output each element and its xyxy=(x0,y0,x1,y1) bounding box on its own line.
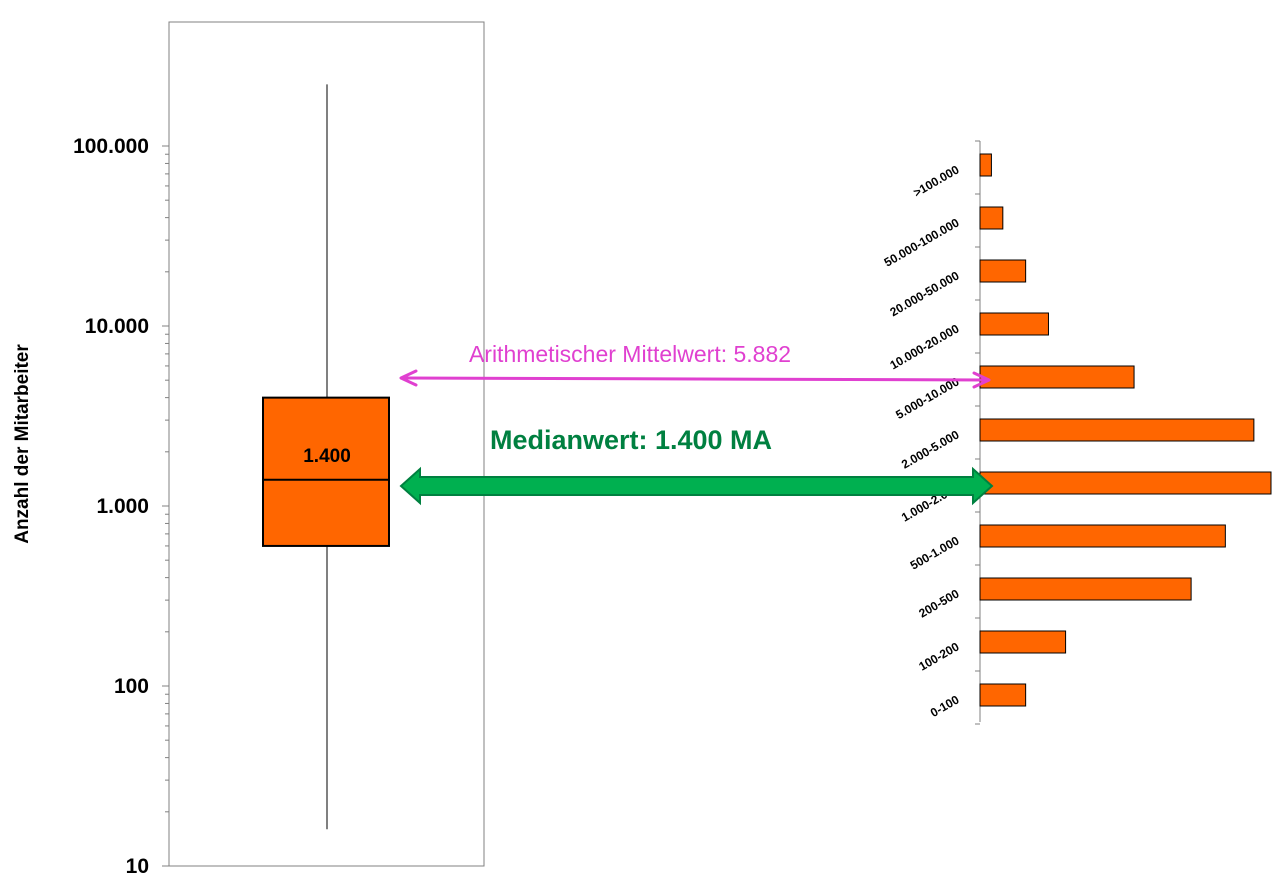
histogram-bar xyxy=(979,365,1135,389)
median-label: Medianwert: 1.400 MA xyxy=(490,425,772,455)
histogram-category-label: 0-100 xyxy=(928,692,962,720)
histogram-bars: 0-100100-200200-500500-1.0001.000-2.0002… xyxy=(882,140,1272,725)
histogram-category-label: 5.000-10.000 xyxy=(893,374,962,422)
histogram-bar xyxy=(979,577,1192,601)
mean-arrow-left-head xyxy=(399,369,418,387)
histogram-bar xyxy=(979,312,1049,336)
mean-label: Arithmetischer Mittelwert: 5.882 xyxy=(469,341,791,367)
histogram-category-label: 2.000-5.000 xyxy=(899,427,962,471)
y-tick-label: 10.000 xyxy=(85,315,149,338)
histogram-category-label: 50.000-100.000 xyxy=(882,215,962,269)
histogram-chart: 0-100100-200200-500500-1.0001.000-2.0002… xyxy=(882,140,1272,725)
median-annotation: Medianwert: 1.400 MA xyxy=(399,425,994,506)
histogram-category-label: >100.000 xyxy=(911,162,962,199)
boxplot-chart: 10 100 1.000 10.000 100.000 Anzahl der Mitar… xyxy=(12,21,485,878)
histogram-category-label: 10.000-20.000 xyxy=(887,321,961,372)
y-axis-title: Anzahl der Mitarbeiter xyxy=(12,344,33,544)
y-tick-label: 1.000 xyxy=(96,495,149,518)
y-tick-label: 100.000 xyxy=(73,135,149,158)
histogram-bar xyxy=(979,153,992,177)
histogram-bar xyxy=(979,259,1027,283)
histogram-bar xyxy=(979,418,1255,442)
histogram-bar xyxy=(979,683,1027,707)
y-tick-label: 10 xyxy=(126,855,149,878)
mean-arrow-right-head xyxy=(972,371,991,389)
histogram-category-label: 20.000-50.000 xyxy=(887,268,961,319)
histogram-bar xyxy=(979,524,1226,548)
median-arrow xyxy=(399,466,994,506)
histogram-bar xyxy=(979,471,1272,495)
y-tick-label: 100 xyxy=(114,675,149,698)
box-elements xyxy=(262,84,390,830)
histogram-category-label: 500-1.000 xyxy=(908,533,962,572)
histogram-bar xyxy=(979,630,1067,654)
histogram-category-label: 100-200 xyxy=(916,639,961,673)
mean-arrow-line xyxy=(403,376,987,382)
box-median-label: 1.400 xyxy=(303,446,351,467)
y-axis-ticks: 10 100 1.000 10.000 100.000 xyxy=(73,135,169,878)
iqr-box xyxy=(262,396,390,547)
histogram-bar xyxy=(979,206,1004,230)
histogram-category-label: 200-500 xyxy=(916,586,961,620)
mean-annotation: Arithmetischer Mittelwert: 5.882 xyxy=(399,341,991,389)
